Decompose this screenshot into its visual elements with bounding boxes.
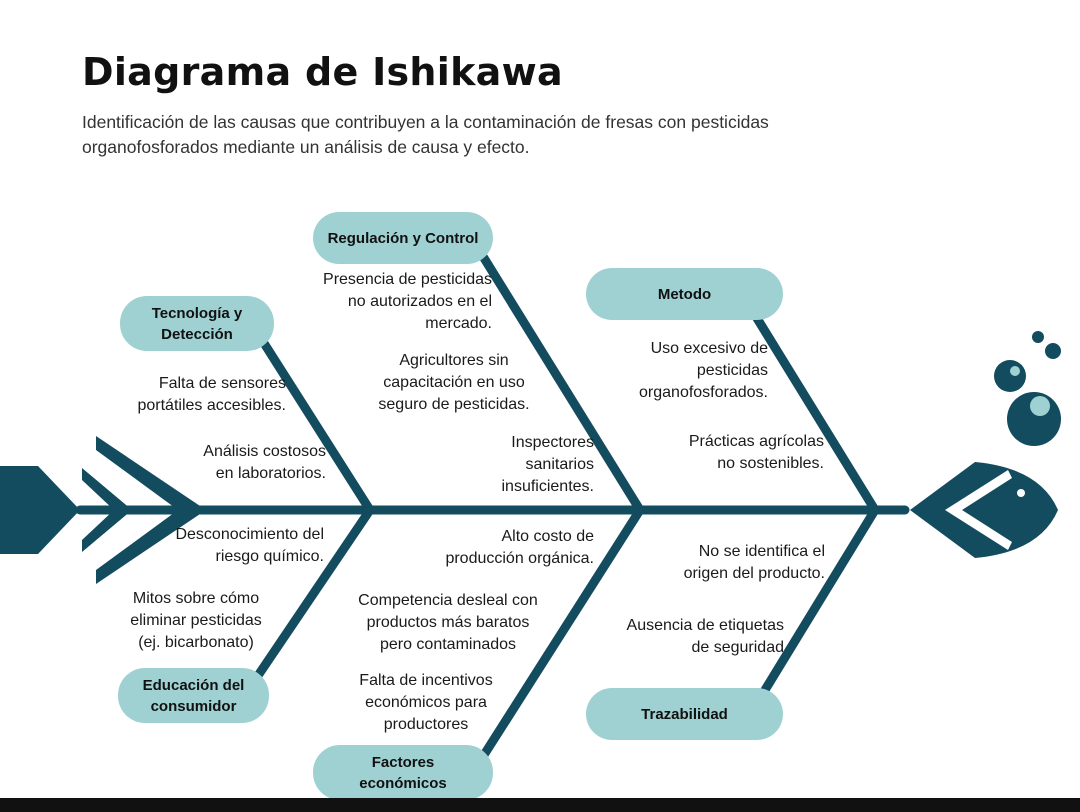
cause-label: Mitos sobre cómo eliminar pesticidas (ej… bbox=[130, 590, 262, 651]
bone-educacion bbox=[250, 505, 375, 685]
cause-label: Competencia desleal con productos más ba… bbox=[358, 592, 538, 653]
cause-label: Agricultores sin capacitación en uso seg… bbox=[378, 352, 530, 413]
fish-eye-icon bbox=[1017, 489, 1025, 497]
cause-label: Análisis costosos en laboratorios. bbox=[203, 443, 326, 482]
page-title: Diagrama de Ishikawa bbox=[82, 50, 563, 94]
fish-tail-diamond bbox=[0, 466, 80, 554]
category-factores: Factores económicos bbox=[313, 745, 493, 800]
cause-label: Alto costo de producción orgánica. bbox=[445, 528, 594, 567]
fish-head-notch bbox=[945, 470, 1012, 550]
page-subtitle: Identificación de las causas que contrib… bbox=[82, 112, 769, 157]
fish-head bbox=[910, 462, 1058, 558]
category-trazabilidad: Trazabilidad bbox=[586, 688, 783, 740]
category-metodo: Metodo bbox=[586, 268, 783, 320]
cause-label: Inspectores sanitarios insuficientes. bbox=[501, 434, 595, 495]
category-regulacion: Regulación y Control bbox=[313, 212, 493, 264]
bubble-highlight bbox=[1010, 366, 1020, 376]
cause-label: Prácticas agrícolas no sostenibles. bbox=[688, 433, 824, 472]
cause-label: Falta de sensores portátiles accesibles. bbox=[137, 375, 286, 414]
cause-label: Desconocimiento del riesgo químico. bbox=[175, 526, 324, 565]
cause-label: Presencia de pesticidas no autorizados e… bbox=[323, 271, 492, 332]
bubble-highlight bbox=[1030, 396, 1050, 416]
bone-regulacion bbox=[479, 253, 645, 515]
bone-factores bbox=[477, 505, 645, 763]
bubble-icon bbox=[1045, 343, 1061, 359]
bone-tecnologia bbox=[257, 335, 375, 515]
bone-metodo bbox=[750, 310, 880, 515]
cause-label: No se identifica el origen del producto. bbox=[683, 543, 825, 582]
cause-label: Uso excesivo de pesticidas organofosfora… bbox=[639, 340, 768, 401]
cause-label: Ausencia de etiquetas de seguridad bbox=[626, 617, 784, 656]
bottom-edge-bar bbox=[0, 798, 1080, 812]
bubble-icon bbox=[994, 360, 1026, 392]
category-tecnologia: Tecnología y Detección bbox=[120, 296, 274, 351]
fish-tail-fin bbox=[82, 468, 132, 552]
cause-label: Falta de incentivos económicos para prod… bbox=[359, 672, 493, 733]
bone-trazabilidad bbox=[760, 505, 880, 695]
bubble-icon bbox=[1032, 331, 1044, 343]
category-educacion: Educación del consumidor bbox=[118, 668, 269, 723]
